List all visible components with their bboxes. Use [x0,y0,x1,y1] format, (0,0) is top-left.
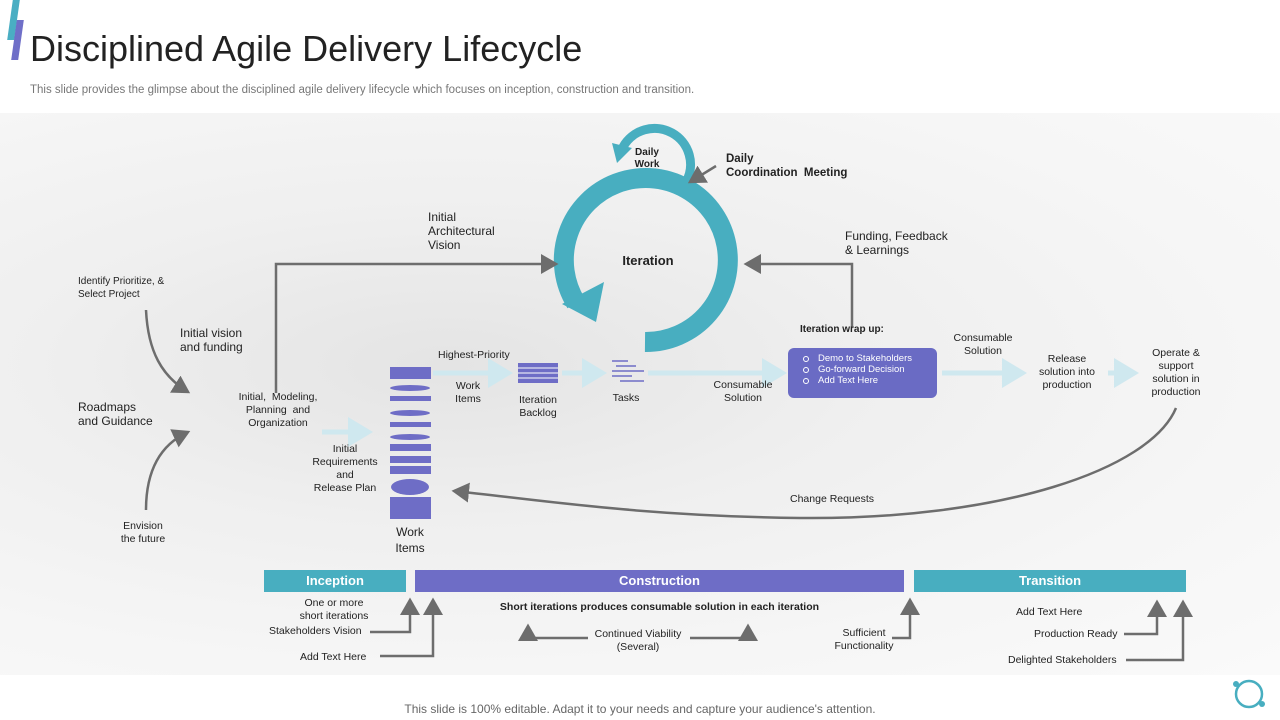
iteration-backlog-label: Iteration Backlog [519,394,557,419]
daily-meeting-label: Daily Coordination Meeting [726,153,848,179]
operate-label: Operate & support solution in production [1151,347,1201,398]
work-items-stack [390,367,431,519]
phase-transition: Transition [914,570,1186,592]
sufficient-functionality-label: Sufficient Functionality [834,627,894,652]
iteration-label: Iteration [622,253,674,268]
vision-funding-label: Initial vision and funding [180,326,243,354]
task-list-icon [612,360,644,382]
add-text-left-label: Add Text Here [300,651,367,663]
modeling-label: Initial, Modeling, Planning and Organiza… [238,391,318,429]
bottom-arrows [370,597,1193,662]
page-subtitle: This slide provides the glimpse about th… [30,84,695,96]
change-requests-label: Change Requests [790,493,875,505]
wrap-up-item: Go-forward Decision [788,364,937,375]
footer-note: This slide is 100% editable. Adapt it to… [404,702,876,716]
work-items-stack-label: Work Items [395,525,425,555]
page-title: Disciplined Agile Delivery Lifecycle [30,28,583,69]
feedback-arrow [743,254,854,327]
change-requests-arrow [451,407,1178,520]
continued-viability-label: Continued Viability (Several) [594,628,682,653]
architectural-vision-label: Initial Architectural Vision [428,210,495,252]
wrap-up-item: Demo to Stakeholders [788,353,937,364]
envision-label: Envision the future [120,520,166,545]
add-text-right-label: Add Text Here [1016,606,1083,618]
funding-feedback-label: Funding, Feedback & Learnings [845,229,948,257]
meeting-arrow [687,164,717,184]
envision-arrow [144,429,191,511]
identify-arrow [144,309,191,394]
phase-inception: Inception [264,570,406,592]
delighted-stakeholders-label: Delighted Stakeholders [1008,654,1117,666]
release-label: Release solution into production [1038,353,1096,391]
production-ready-label: Production Ready [1034,628,1118,640]
wrap-up-title: Iteration wrap up: [800,324,884,335]
refresh-icon [1233,679,1265,709]
stakeholders-vision-label: Stakeholders Vision [269,625,362,637]
construction-note: Short iterations produces consumable sol… [499,601,820,613]
highest-priority-label: Highest-Priority [438,349,510,361]
roadmaps-label: Roadmaps and Guidance [78,400,153,428]
wrap-up-box: Demo to Stakeholders Go-forward Decision… [788,348,937,398]
consumable-solution-2-label: Consumable Solution [953,332,1013,357]
backlog-icon [518,363,558,383]
requirements-label: Initial Requirements and Release Plan [312,443,378,494]
work-items-label: Work Items [455,380,481,405]
consumable-solution-label: Consumable Solution [713,379,773,404]
tasks-label: Tasks [612,392,640,404]
flow-arrows [322,358,1139,447]
short-iterations-label: One or more short iterations [299,597,369,622]
wrap-up-item: Add Text Here [788,375,937,386]
identify-label: Identify Prioritize, & Select Project [78,276,165,300]
phase-construction: Construction [415,570,904,592]
iteration-cycle [553,168,738,353]
vision-arrow [274,254,559,393]
daily-work-label: Daily Work [634,147,660,170]
